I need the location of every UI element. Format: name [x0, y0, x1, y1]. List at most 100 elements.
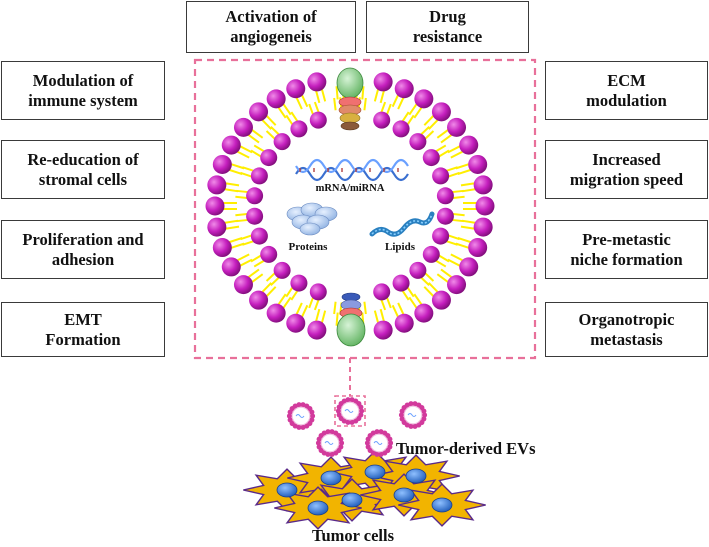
lipid-head	[459, 135, 479, 155]
box-line: Pre-metastic	[582, 229, 671, 249]
box-organotropic-metastasis: Organotropic metastasis	[545, 302, 708, 357]
lipid-head	[431, 102, 451, 122]
ev-lipid-head	[338, 440, 345, 446]
box-pre-metastic-niche-formation: Pre-metastic niche formation	[545, 220, 708, 279]
tumor-cell-nucleus	[341, 492, 363, 508]
lipid-head	[414, 89, 434, 109]
lipid-head	[233, 117, 253, 137]
box-line: immune system	[28, 90, 138, 110]
lipid-head	[394, 313, 414, 333]
lipid-head	[422, 245, 440, 263]
lipid-head	[373, 283, 391, 301]
lipid-head	[286, 79, 306, 99]
ev-rna	[295, 414, 305, 418]
box-line: Activation of	[225, 7, 317, 26]
lipid-head	[250, 167, 268, 185]
lipid-head	[436, 187, 454, 205]
ev-lipid-head	[408, 401, 414, 407]
box-line: angiogeneis	[230, 27, 312, 46]
ev-lipid-head	[387, 436, 393, 442]
lipid-head	[392, 120, 410, 138]
box-line: niche formation	[570, 249, 683, 269]
ev-lipid-head	[365, 444, 371, 450]
box-line: stromal cells	[38, 169, 128, 189]
lipid-head	[212, 238, 232, 258]
lipid-head	[394, 79, 414, 99]
lipid-head	[233, 275, 253, 295]
box-line: ECM	[607, 70, 646, 90]
box-activation-of-angiogenesis: Activation of angiogeneis	[186, 1, 356, 53]
ev-lipid-head	[286, 413, 293, 419]
lipid-head	[207, 217, 227, 237]
lipid-head	[436, 207, 454, 225]
small-ev-icon	[286, 402, 316, 430]
ev-lipid-head	[336, 412, 342, 418]
box-line: Proliferation and	[22, 229, 144, 249]
ev-lumen	[403, 405, 423, 425]
ev-lumen	[340, 401, 360, 421]
selected-ev-frame	[334, 395, 366, 427]
lipids-label: Lipids	[385, 241, 416, 253]
lipid-head	[309, 283, 327, 301]
lipid-head	[409, 261, 427, 279]
box-increased-migration-speed: Increased migration speed	[545, 140, 708, 199]
ev-lipid-head	[349, 419, 355, 425]
lipid-head	[290, 120, 308, 138]
lipid-head	[221, 257, 241, 277]
ev-lipid-head	[316, 444, 322, 450]
ev-lipid-head	[300, 424, 306, 430]
lipid-head	[447, 275, 467, 295]
box-line: Modulation of	[32, 70, 134, 90]
box-line: Increased	[592, 149, 661, 169]
lipid-head	[250, 227, 268, 245]
ev-rna	[373, 441, 383, 445]
box-line: adhesion	[51, 249, 115, 269]
ev-lipid-head	[421, 408, 427, 414]
vesicle-dashed-frame	[193, 58, 537, 360]
tumor-derived-evs	[286, 397, 428, 457]
evs-label: Tumor-derived EVs	[396, 439, 536, 458]
lipid-head	[475, 196, 495, 216]
lipid-head	[221, 135, 241, 155]
lipid-head	[260, 149, 278, 167]
lipid-head	[266, 303, 286, 323]
tumor-cell-nucleus	[364, 464, 386, 480]
ev-rna	[407, 413, 417, 417]
proteins-icon	[286, 202, 338, 236]
lipid-heads	[205, 72, 495, 340]
lipid-head	[422, 149, 440, 167]
rna-strands-icon	[295, 158, 409, 182]
box-line: metastasis	[590, 329, 663, 349]
membrane-protein-top	[336, 67, 364, 131]
box-line: EMT	[64, 309, 102, 329]
box-line: resistance	[412, 27, 483, 46]
lipid-head	[447, 117, 467, 137]
ev-lipid-head	[329, 451, 335, 457]
lipid-head	[290, 274, 308, 292]
membrane-protein-bottom	[336, 292, 366, 347]
ev-lipid-head	[358, 404, 364, 410]
ev-lipid-head	[309, 413, 316, 419]
ev-lipid-head	[412, 423, 418, 429]
tumor-cells-label: Tumor cells	[312, 526, 395, 545]
lipid-head	[373, 111, 391, 129]
lipid-head	[249, 290, 269, 310]
lipid-head	[273, 261, 291, 279]
ev-lipid-head	[358, 408, 365, 414]
ev-lipid-head	[296, 402, 302, 408]
lipid-head	[266, 89, 286, 109]
lipid-head	[414, 303, 434, 323]
lipids-icon	[369, 211, 435, 237]
lipid-head	[431, 290, 451, 310]
small-ev-icon	[364, 429, 394, 457]
lipid-head	[212, 154, 232, 174]
lipid-head	[459, 257, 479, 277]
lipid-head	[392, 274, 410, 292]
tumor-cell-nucleus	[431, 497, 453, 513]
ev-lumen	[291, 406, 311, 426]
lipid-head	[260, 245, 278, 263]
lipid-head	[205, 196, 225, 216]
tumor-cells-cluster	[243, 450, 486, 530]
small-ev-icon	[398, 401, 428, 429]
